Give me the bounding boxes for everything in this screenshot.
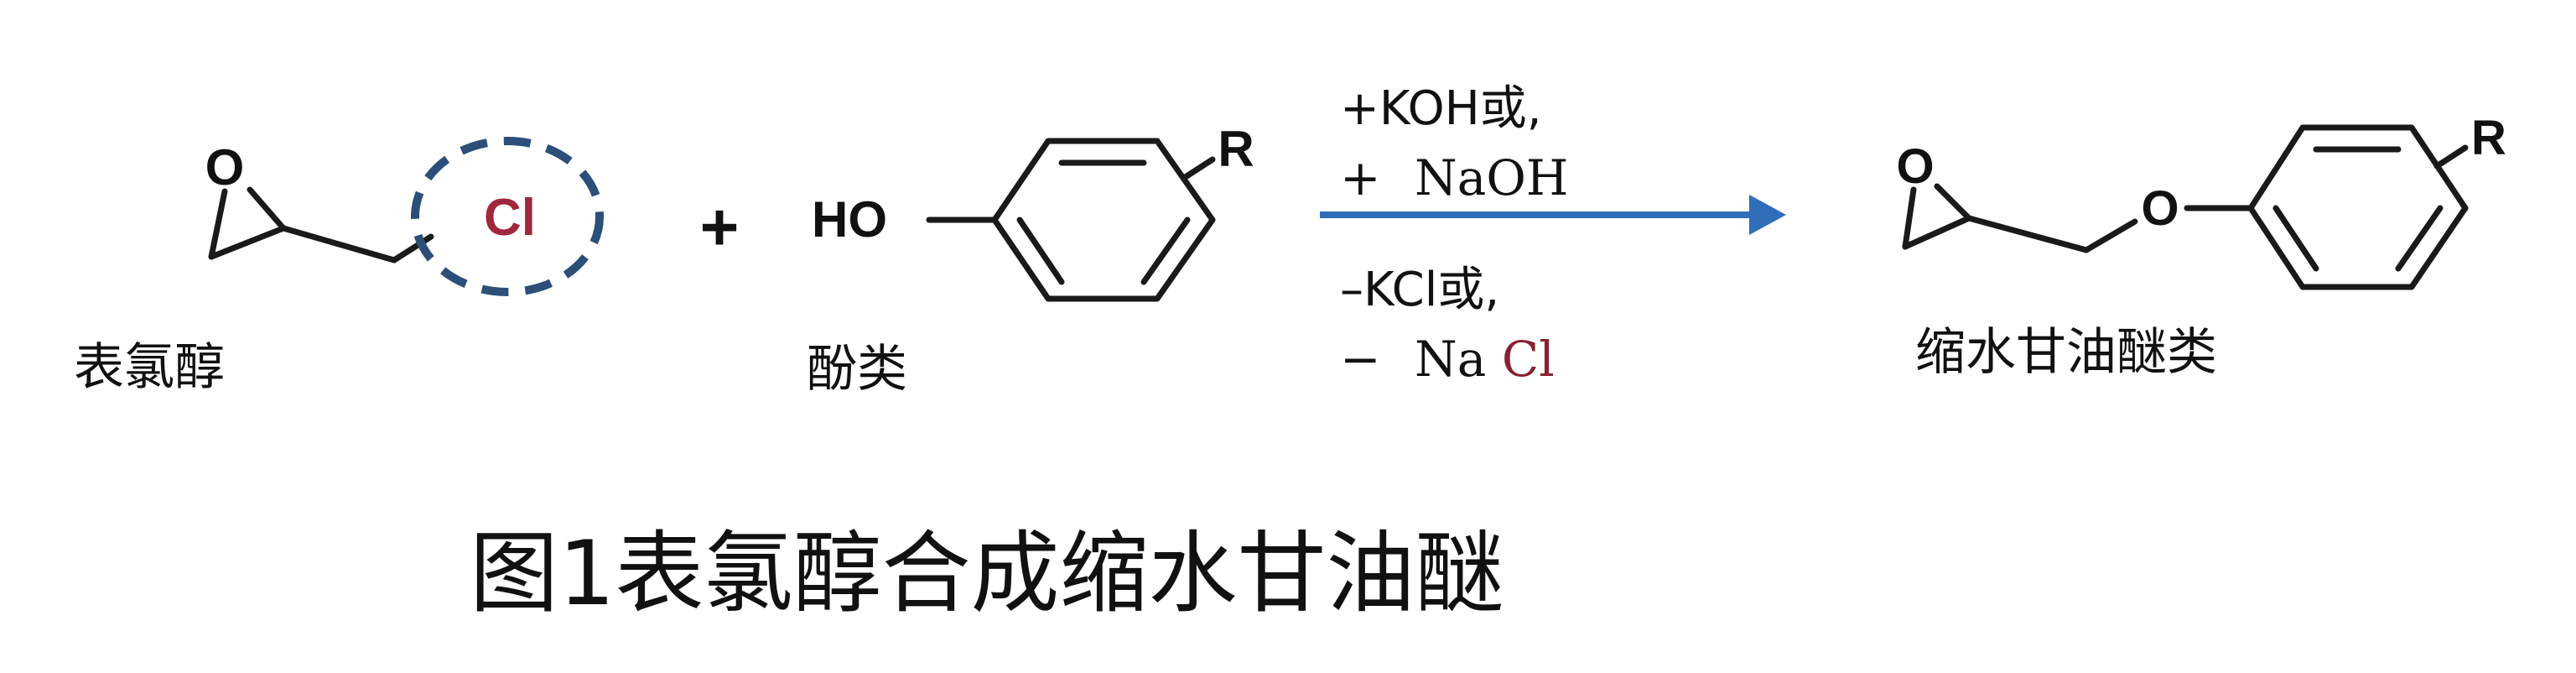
benzene-ring — [991, 138, 1216, 302]
condition-naoh: + NaOH — [1340, 149, 1569, 206]
atom-hydroxyl: HO — [812, 191, 887, 248]
atom-r-group: R — [2471, 111, 2506, 165]
epoxide-bond — [247, 186, 287, 232]
chain-bond — [1966, 215, 2090, 253]
aromatic-double-bond — [2272, 205, 2319, 272]
condition-kcl: –KCl或, — [1340, 263, 1499, 317]
epoxide-bond — [208, 188, 228, 260]
epichlorohydrin-label: 表氯醇 — [74, 338, 225, 397]
phenol-structure: HO R — [812, 121, 1254, 302]
reaction-arrow-head — [1749, 195, 1786, 235]
epichlorohydrin-structure: O Cl — [205, 137, 604, 296]
dashed-circle-highlight — [411, 137, 604, 296]
chain-bond — [391, 233, 434, 263]
aromatic-double-bond — [1140, 217, 1191, 285]
atom-oxygen: O — [205, 139, 245, 196]
condition-koh: +KOH或, — [1340, 81, 1542, 136]
r-substituent-bond — [2433, 144, 2469, 170]
chain-bond — [2083, 218, 2138, 253]
glycidyl-ether-structure: O O R — [1896, 111, 2506, 290]
condition-plus: + — [1340, 149, 1381, 206]
atom-r-group: R — [1218, 121, 1254, 177]
benzene-ring — [2247, 124, 2469, 290]
r-substituent-bond — [1181, 156, 1216, 181]
epoxide-bond — [208, 225, 287, 260]
epoxide-bond — [1934, 183, 1972, 222]
atom-chlorine: Cl — [484, 189, 536, 247]
plus-sign: + — [700, 190, 740, 264]
glycidyl-ether-label: 缩水甘油醚类 — [1915, 323, 2217, 382]
chain-bond — [280, 225, 397, 263]
figure-caption: 图1表氯醇合成缩水甘油醚 — [470, 522, 1504, 625]
atom-oxygen-ring: O — [1896, 139, 1934, 194]
phenol-label: 酚类 — [807, 340, 907, 399]
condition-nacl-na: Na — [1415, 331, 1486, 388]
condition-nacl: − Na Cl — [1340, 331, 1555, 388]
condition-nacl-cl: Cl — [1502, 331, 1555, 388]
atom-oxygen-ether: O — [2141, 181, 2179, 236]
aromatic-double-bond — [2395, 205, 2444, 272]
condition-naoh-reagent: NaOH — [1415, 149, 1568, 206]
epoxide-bond — [1902, 215, 1972, 250]
aromatic-double-bond — [1016, 217, 1065, 285]
condition-minus: − — [1340, 331, 1381, 388]
epoxide-bond — [1902, 186, 1917, 250]
